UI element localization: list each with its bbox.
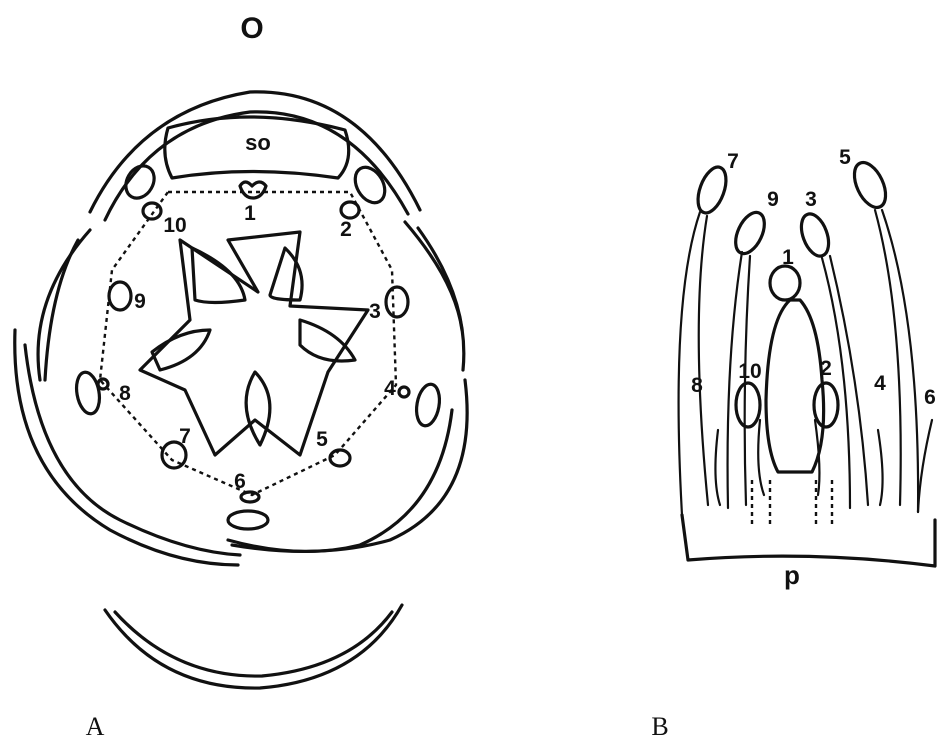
filaments [679,210,932,515]
axis-label: O [240,12,263,45]
stamen-number-b8: 8 [691,374,703,397]
floral-diagram-a: O so [15,12,467,741]
stamen-number-4: 4 [384,377,396,400]
central-pistil [766,300,824,472]
stamen-number-b9: 9 [767,188,779,211]
stamen-number-b6: 6 [924,386,936,409]
anthers-b [693,158,892,427]
stamen-number-b2: 2 [820,357,832,380]
stamens-a [98,182,409,502]
stamen-number-3: 3 [369,300,381,323]
pistil-star [140,232,368,455]
stamen-number-10: 10 [163,214,186,237]
base-label-p: p [784,560,800,590]
stamen-number-1: 1 [244,202,256,225]
stamen-number-b10: 10 [738,360,761,383]
receptacle-base [682,515,935,566]
panel-label-b: B [651,712,668,741]
floral-diagram-b: 7 5 9 3 1 8 10 2 4 6 p B [651,146,936,741]
stamen-number-7: 7 [179,425,191,448]
panel-label-a: A [86,712,105,741]
stamen-number-2: 2 [340,218,352,241]
stamen-number-b7: 7 [727,150,739,173]
stamen-number-b4: 4 [874,372,886,395]
stamen-number-9: 9 [134,290,146,313]
so-label: so [245,130,271,155]
tepals [74,161,443,529]
stamen-number-8: 8 [119,382,131,405]
stamen-number-b3: 3 [805,188,817,211]
stamen-number-b5: 5 [839,146,851,169]
stamen-number-b1: 1 [782,246,794,269]
stamen-number-5: 5 [316,428,328,451]
stamen-number-6: 6 [234,470,246,493]
